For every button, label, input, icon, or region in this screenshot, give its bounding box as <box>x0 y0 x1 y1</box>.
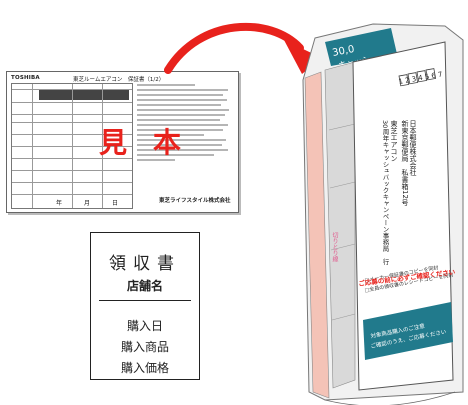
receipt-store-name: 店舗名 <box>126 279 163 293</box>
banner-amount: 30,0 <box>331 44 355 59</box>
address-line-2: 新東京郵便局 私書箱12号 <box>401 119 409 207</box>
warranty-year-label: 年 <box>56 200 63 207</box>
envelope-cut-note: 切りとり線 <box>331 232 338 262</box>
warranty-terms-text <box>137 84 233 194</box>
application-envelope: 30,0 キャッシ 1234567 日本郵便株式会社 新東京郵便局 私書箱12号… <box>302 23 464 405</box>
receipt-purchase-item: 購入商品 <box>120 340 169 354</box>
warranty-brand: TOSHIBA <box>11 75 40 81</box>
address-line-1: 日本郵便株式会社 <box>409 120 417 177</box>
sample-watermark: 見本 <box>99 126 208 159</box>
address-line-3: 東芝エアコン <box>390 119 398 162</box>
warranty-company: 東芝ライフスタイル株式会社 <box>159 198 231 204</box>
warranty-model-bar <box>39 90 129 100</box>
receipt-divider <box>99 300 191 301</box>
receipt-purchase-date: 購入日 <box>126 319 163 333</box>
warranty-card: TOSHIBA 東芝ルームエアコン 保証書（1/2） 年 月 日 東芝ライフスタ… <box>6 71 239 213</box>
warranty-month-label: 月 <box>84 200 91 207</box>
receipt-purchase-price: 購入価格 <box>120 361 169 375</box>
warranty-day-label: 日 <box>112 200 119 207</box>
warranty-form-grid: 年 月 日 <box>11 83 133 209</box>
receipt-sample: 領収書 店舗名 購入日 購入商品 購入価格 <box>90 232 200 380</box>
warranty-title: 東芝ルームエアコン 保証書（1/2） <box>73 77 165 83</box>
receipt-title: 領収書 <box>109 254 181 274</box>
address-line-4: 30周年キャッシュバックキャンペーン事務局 行 <box>381 120 389 266</box>
